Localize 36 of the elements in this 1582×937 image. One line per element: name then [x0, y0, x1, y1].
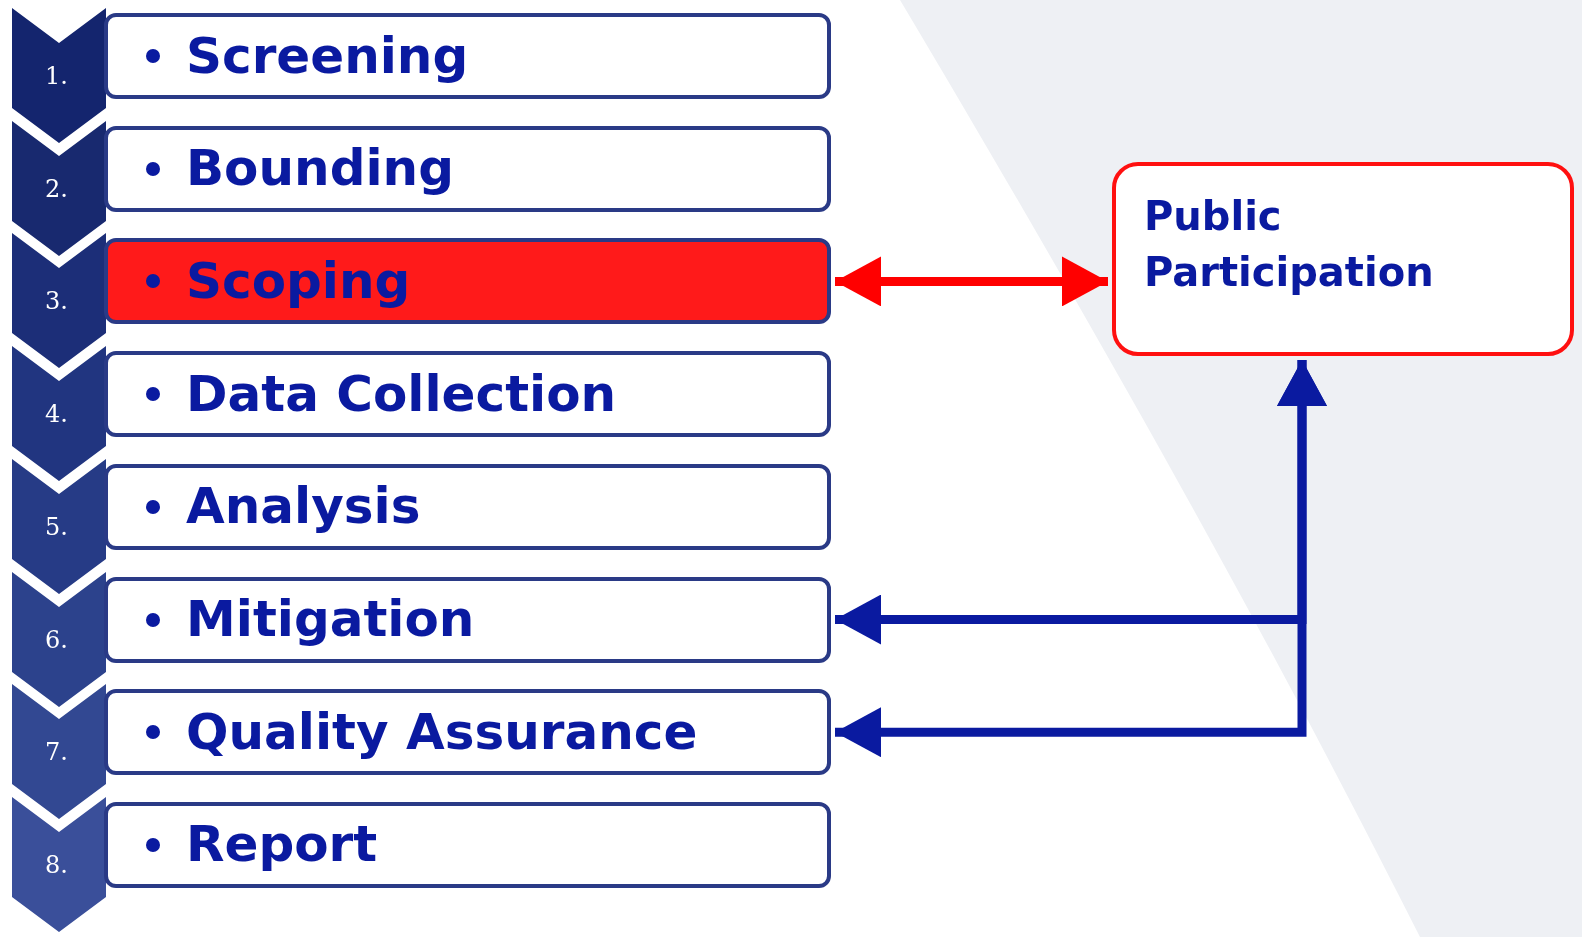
- step-number: 4.: [45, 402, 68, 427]
- step-number: 1.: [45, 64, 68, 88]
- step-label: Mitigation: [186, 592, 475, 647]
- step-number: 7.: [45, 740, 68, 765]
- step-label: Scoping: [186, 253, 411, 309]
- step-number: 2.: [45, 176, 68, 201]
- step-number: 8.: [45, 852, 68, 877]
- double-arrow: [835, 256, 1108, 307]
- step-label: Data Collection: [186, 366, 617, 422]
- step-box: [104, 576, 831, 663]
- chevron-step: [12, 571, 106, 707]
- step-box: [104, 13, 831, 99]
- chevron-step: [12, 458, 106, 594]
- step-label: Bounding: [186, 141, 454, 197]
- step-box: [104, 801, 831, 888]
- step-box: [104, 689, 831, 776]
- chevron-step: [12, 8, 106, 143]
- chevron-step: [12, 120, 106, 256]
- step-box: [104, 463, 831, 550]
- step-label: Report: [186, 817, 378, 873]
- step-number: 6.: [45, 627, 68, 652]
- double-arrow: [835, 360, 1327, 758]
- chevron-step: [12, 346, 106, 482]
- step-label: Analysis: [186, 479, 421, 535]
- participation-box: [1112, 162, 1574, 356]
- step-box: [104, 351, 831, 438]
- step-box: [104, 238, 831, 325]
- step-label: Screening: [186, 28, 469, 84]
- step-number: 5.: [45, 514, 68, 539]
- participation-label: Public Participation: [1144, 192, 1435, 297]
- chevron-step: [12, 796, 106, 932]
- chevron-step: [12, 233, 106, 369]
- step-label: Quality Assurance: [186, 704, 698, 760]
- chevron-step: [12, 684, 106, 820]
- step-number: 3.: [45, 289, 68, 314]
- step-box: [104, 125, 831, 212]
